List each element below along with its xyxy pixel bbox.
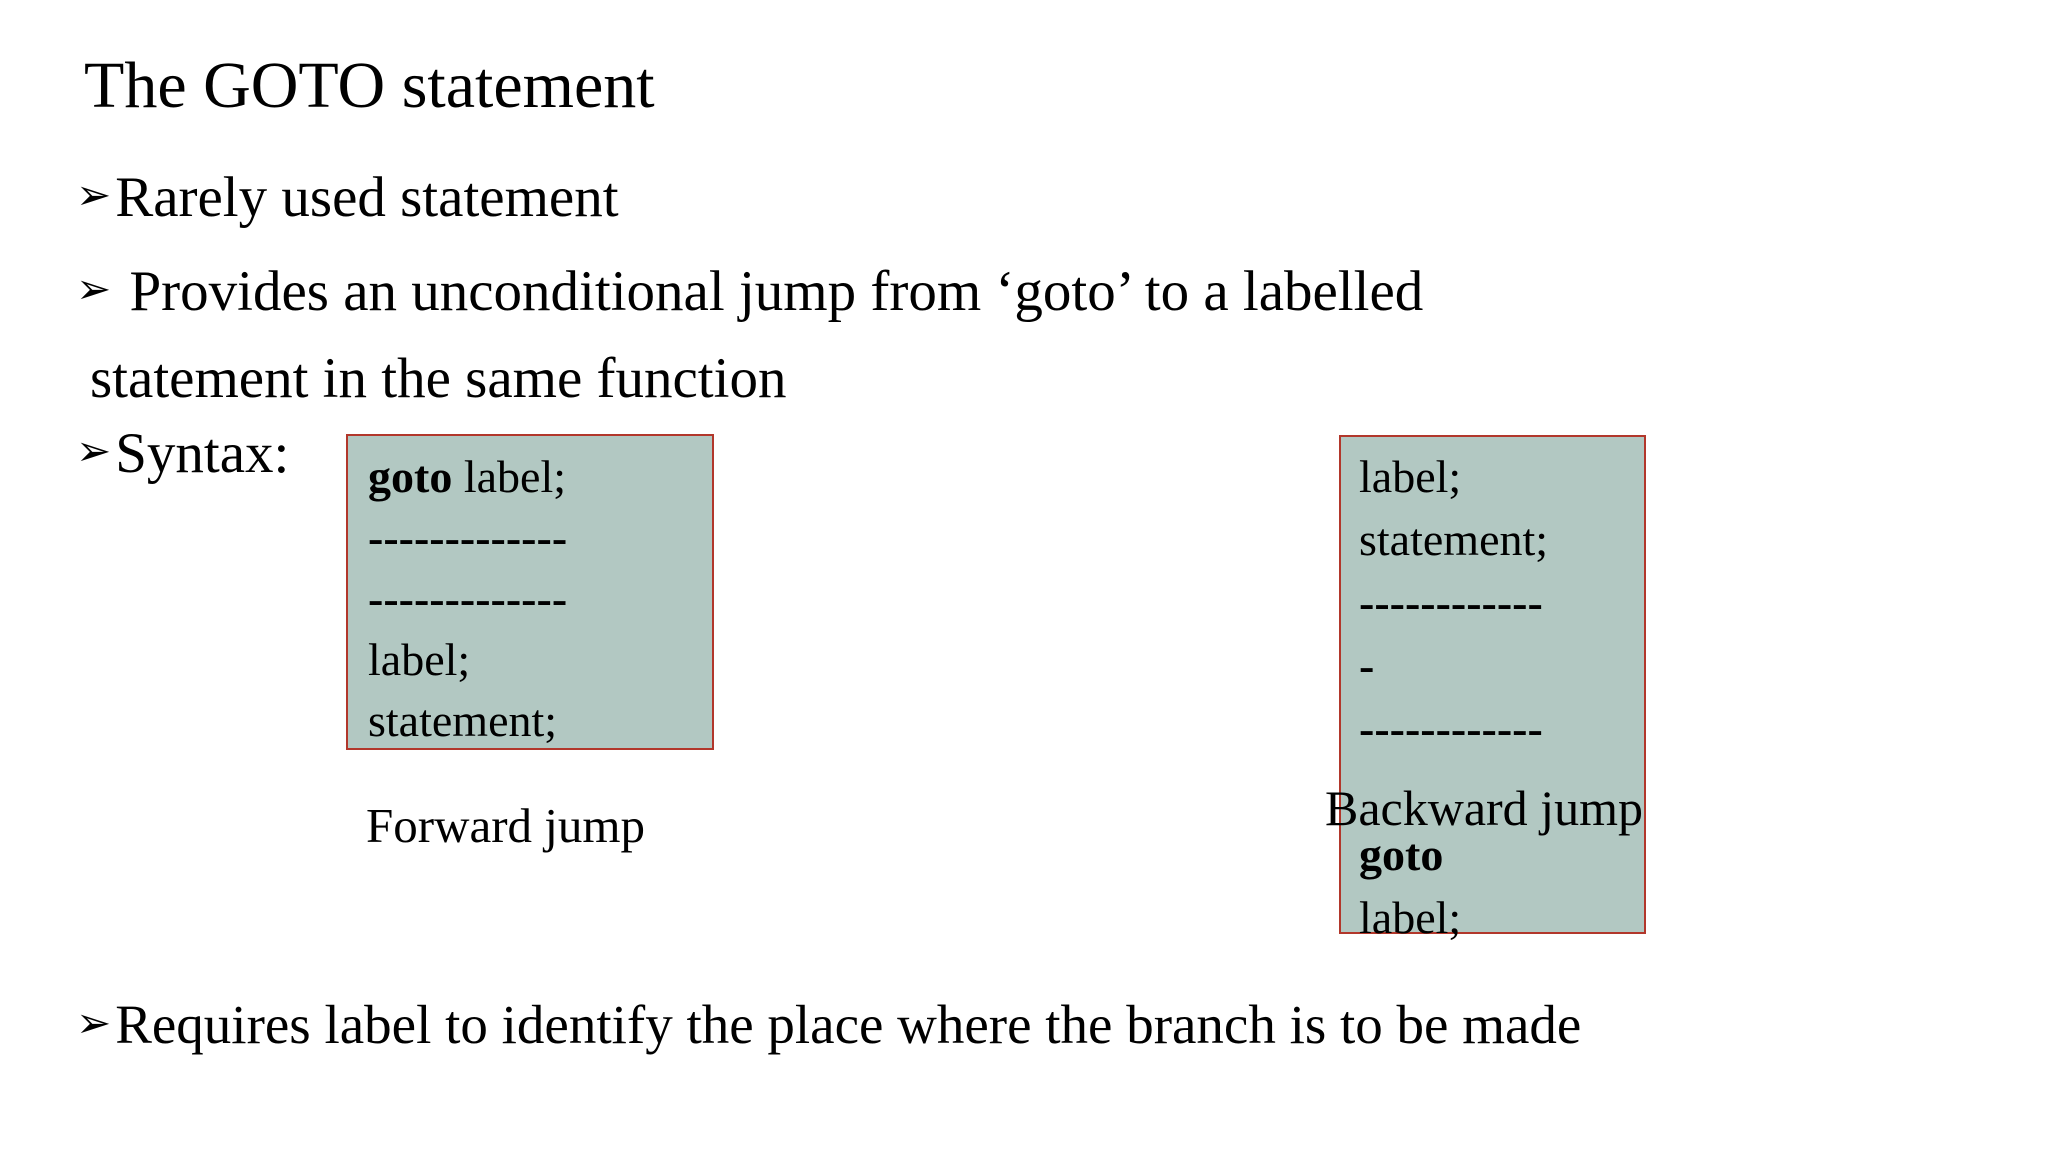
code-line-goto-label: goto label; [368, 446, 712, 507]
forward-jump-code-box: goto label; ------------- ------------- … [346, 434, 714, 750]
forward-jump-caption: Forward jump [366, 798, 645, 853]
backward-jump-caption: Backward jump [1325, 780, 1643, 836]
arrowhead-bullet-icon: ➢ [76, 264, 112, 313]
arrowhead-bullet-icon: ➢ [76, 170, 112, 219]
page-title: The GOTO statement [84, 49, 655, 122]
code-line-label: label; [1359, 892, 1462, 943]
bullet-provides: ➢ Provides an unconditional jump from ‘g… [76, 258, 1423, 326]
bullet-rarely-used-text: Rarely used statement [115, 166, 619, 229]
backward-jump-code-box: label; statement; ------------ - -------… [1339, 435, 1646, 943]
bullet-requires-text: Requires label to identify the place whe… [115, 994, 1582, 1055]
code-line-dashes: ------------ [1359, 703, 1543, 754]
goto-keyword: goto [368, 451, 453, 502]
bullet-provides-line1: Provides an unconditional jump from ‘got… [115, 260, 1424, 323]
code-line-dash: - [1359, 640, 1375, 691]
code-line-statement: statement; [1359, 514, 1549, 565]
code-line-dashes: ------------ [1359, 577, 1543, 628]
bullet-syntax: ➢Syntax: [76, 420, 289, 488]
arrowhead-bullet-icon: ➢ [76, 426, 112, 475]
goto-label-rest: label; [452, 451, 567, 502]
code-line-dashes: ------------- [368, 573, 568, 624]
arrowhead-bullet-icon: ➢ [76, 998, 112, 1047]
code-line-dashes: ------------- [368, 512, 568, 563]
code-line-statement: statement; [368, 695, 558, 746]
bullet-rarely-used: ➢Rarely used statement [76, 164, 619, 232]
bullet-syntax-text: Syntax: [115, 422, 290, 485]
goto-keyword: goto [1359, 829, 1444, 880]
code-line-label: label; [368, 634, 471, 685]
bullet-provides-line2: statement in the same function [90, 347, 787, 410]
code-line-label: label; [1359, 451, 1462, 502]
bullet-requires: ➢Requires label to identify the place wh… [76, 992, 1581, 1058]
